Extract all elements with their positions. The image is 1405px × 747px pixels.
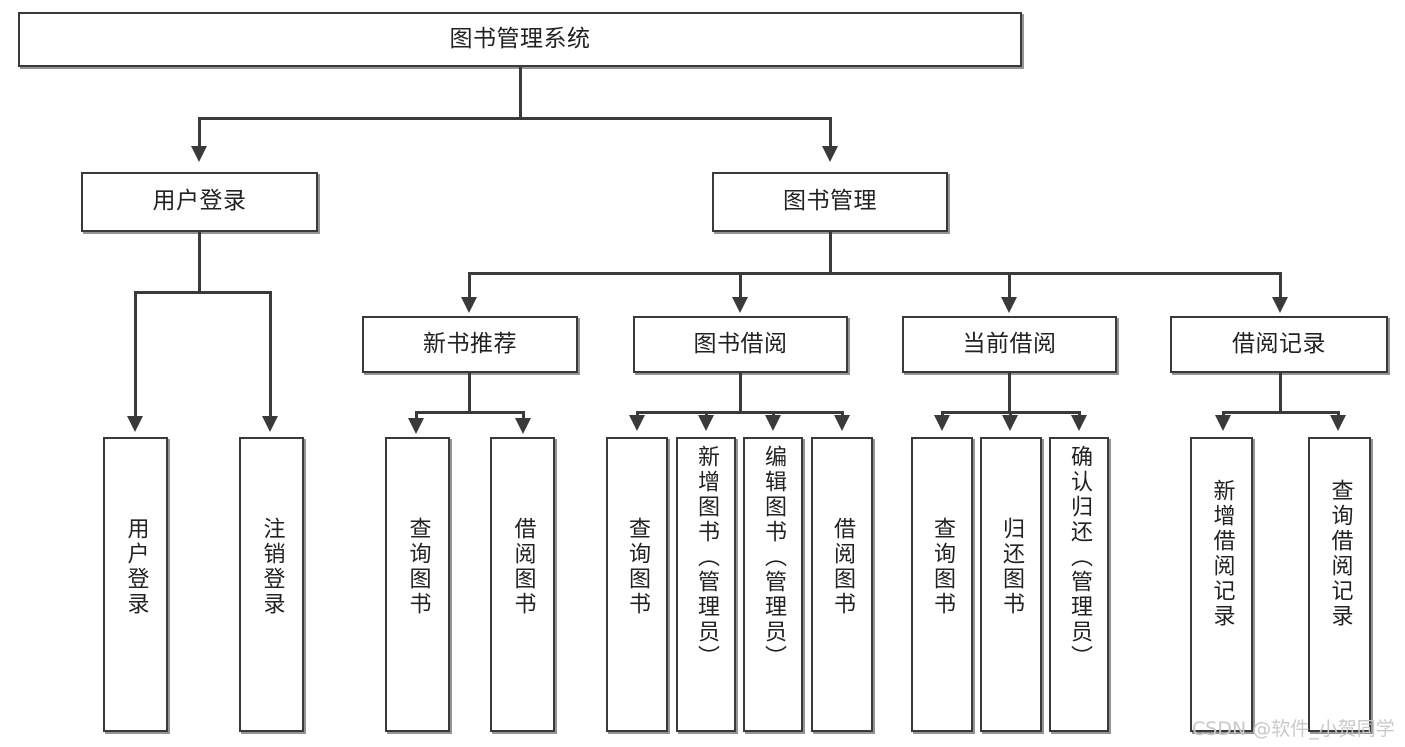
node-label: 借阅图书	[829, 517, 855, 617]
node-new-book-recommend[interactable]: 新书推荐	[362, 316, 578, 373]
connector-drop-new-book-recommend	[468, 272, 471, 301]
node-user-login[interactable]: 用户登录	[81, 172, 318, 232]
connector-level1-bus	[198, 117, 832, 120]
node-borrow-record[interactable]: 借阅记录	[1170, 316, 1388, 373]
node-leaf-query-book-3[interactable]: 查询图书	[911, 437, 973, 732]
arrowhead-leaf-edit-book	[765, 415, 781, 431]
arrowhead-book-manage	[822, 146, 838, 162]
connector-current-borrow-stem	[1008, 373, 1011, 413]
arrowhead-leaf-query-record	[1330, 415, 1346, 431]
node-label: 新书推荐	[423, 330, 517, 357]
connector-user-login-bus	[134, 291, 270, 294]
node-label: 图书借阅	[693, 330, 788, 357]
connector-drop-book-manage	[829, 117, 832, 150]
arrowhead-current-borrow	[1001, 297, 1017, 313]
arrowhead-leaf-borrow-book-2	[834, 415, 850, 431]
arrowhead-user-login	[191, 146, 207, 162]
node-label: 借阅记录	[1232, 330, 1326, 357]
connector-drop-borrow-record	[1279, 272, 1282, 301]
arrowhead-leaf-confirm-return	[1071, 415, 1087, 431]
node-label: 图书管理系统	[449, 25, 591, 52]
connector-root-stem	[519, 67, 522, 119]
arrowhead-new-book-recommend	[461, 297, 477, 313]
arrowhead-leaf-query-book-1	[408, 418, 424, 434]
arrowhead-leaf-user-logout	[262, 416, 278, 432]
node-label: 新增借阅记录	[1209, 479, 1235, 629]
node-leaf-edit-book[interactable]: 编辑图书（管理员）	[743, 437, 803, 732]
arrowhead-book-borrow	[732, 297, 748, 313]
node-label: 用户登录	[152, 188, 247, 215]
node-root-book-management-system[interactable]: 图书管理系统	[18, 12, 1022, 67]
node-leaf-query-book-2[interactable]: 查询图书	[606, 437, 668, 732]
arrowhead-leaf-user-login	[127, 416, 143, 432]
node-label: 编辑图书（管理员）	[760, 445, 786, 670]
arrowhead-leaf-return-book	[1002, 415, 1018, 431]
node-label: 图书管理	[783, 188, 877, 215]
node-leaf-query-book-1[interactable]: 查询图书	[385, 437, 450, 732]
node-leaf-confirm-return[interactable]: 确认归还（管理员）	[1049, 437, 1109, 732]
connector-book-manage-stem	[829, 232, 832, 274]
node-label: 注销登录	[259, 517, 285, 617]
node-book-management[interactable]: 图书管理	[712, 172, 948, 232]
arrowhead-borrow-record	[1272, 297, 1288, 313]
arrowhead-leaf-query-book-2	[629, 415, 645, 431]
connector-drop-user-login	[198, 117, 201, 150]
arrowhead-leaf-add-record	[1215, 415, 1231, 431]
connector-drop-current-borrow	[1008, 272, 1011, 301]
node-label: 用户登录	[123, 517, 149, 617]
node-leaf-add-book[interactable]: 新增图书（管理员）	[676, 437, 736, 732]
node-leaf-query-record[interactable]: 查询借阅记录	[1308, 437, 1371, 732]
connector-drop-book-borrow	[739, 272, 742, 301]
node-label: 归还图书	[998, 517, 1024, 617]
node-label: 确认归还（管理员）	[1066, 445, 1092, 670]
node-label: 当前借阅	[962, 330, 1057, 357]
connector-new-book-recommend-bus	[415, 411, 525, 414]
connector-drop-leaf-user-login	[134, 291, 137, 420]
node-label: 查询借阅记录	[1327, 479, 1353, 629]
node-label: 借阅图书	[510, 517, 536, 617]
arrowhead-leaf-add-book	[698, 415, 714, 431]
node-label: 新增图书（管理员）	[693, 445, 719, 670]
connector-borrow-record-bus	[1222, 411, 1340, 414]
node-label: 查询图书	[405, 517, 431, 617]
node-leaf-user-logout[interactable]: 注销登录	[239, 437, 304, 732]
node-leaf-user-login[interactable]: 用户登录	[103, 437, 168, 732]
node-leaf-borrow-book-2[interactable]: 借阅图书	[811, 437, 873, 732]
connector-user-login-stem	[198, 232, 201, 293]
connector-new-book-recommend-stem	[468, 373, 471, 413]
arrowhead-leaf-borrow-book-1	[515, 418, 531, 434]
node-leaf-return-book[interactable]: 归还图书	[980, 437, 1042, 732]
connector-borrow-record-stem	[1279, 373, 1282, 413]
arrowhead-leaf-query-book-3	[934, 415, 950, 431]
connector-book-borrow-stem	[739, 373, 742, 413]
node-leaf-borrow-book-1[interactable]: 借阅图书	[490, 437, 555, 732]
node-book-borrow[interactable]: 图书借阅	[633, 316, 848, 373]
node-label: 查询图书	[929, 517, 955, 617]
connector-level2-bus	[468, 272, 1282, 275]
node-current-borrow[interactable]: 当前借阅	[902, 316, 1117, 373]
node-leaf-add-record[interactable]: 新增借阅记录	[1190, 437, 1253, 732]
connector-book-borrow-bus	[636, 411, 844, 414]
connector-drop-leaf-user-logout	[269, 291, 272, 420]
node-label: 查询图书	[624, 517, 650, 617]
